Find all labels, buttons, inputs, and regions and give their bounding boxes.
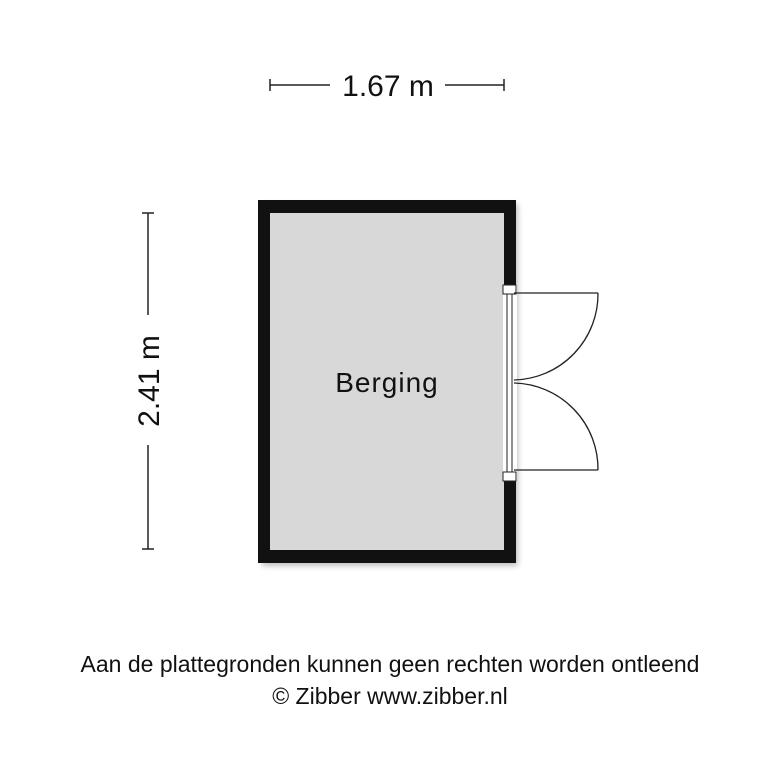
copyright-text: © Zibber www.zibber.nl xyxy=(272,683,508,709)
height-label: 2.41 m xyxy=(133,335,166,427)
width-dimension: 1.67 m xyxy=(269,70,505,103)
lower-door-swing xyxy=(513,382,599,471)
room-name: Berging xyxy=(335,367,439,398)
room-berging: Berging xyxy=(258,200,518,566)
floor-plan: 1.67 m 2.41 m Berging xyxy=(133,70,599,566)
disclaimer-text: Aan de plattegronden kunnen geen rechten… xyxy=(80,651,700,677)
height-dimension: 2.41 m xyxy=(133,212,166,550)
double-door xyxy=(513,292,599,471)
width-label: 1.67 m xyxy=(342,70,434,103)
upper-door-swing xyxy=(513,292,599,381)
floor-area xyxy=(270,213,504,550)
